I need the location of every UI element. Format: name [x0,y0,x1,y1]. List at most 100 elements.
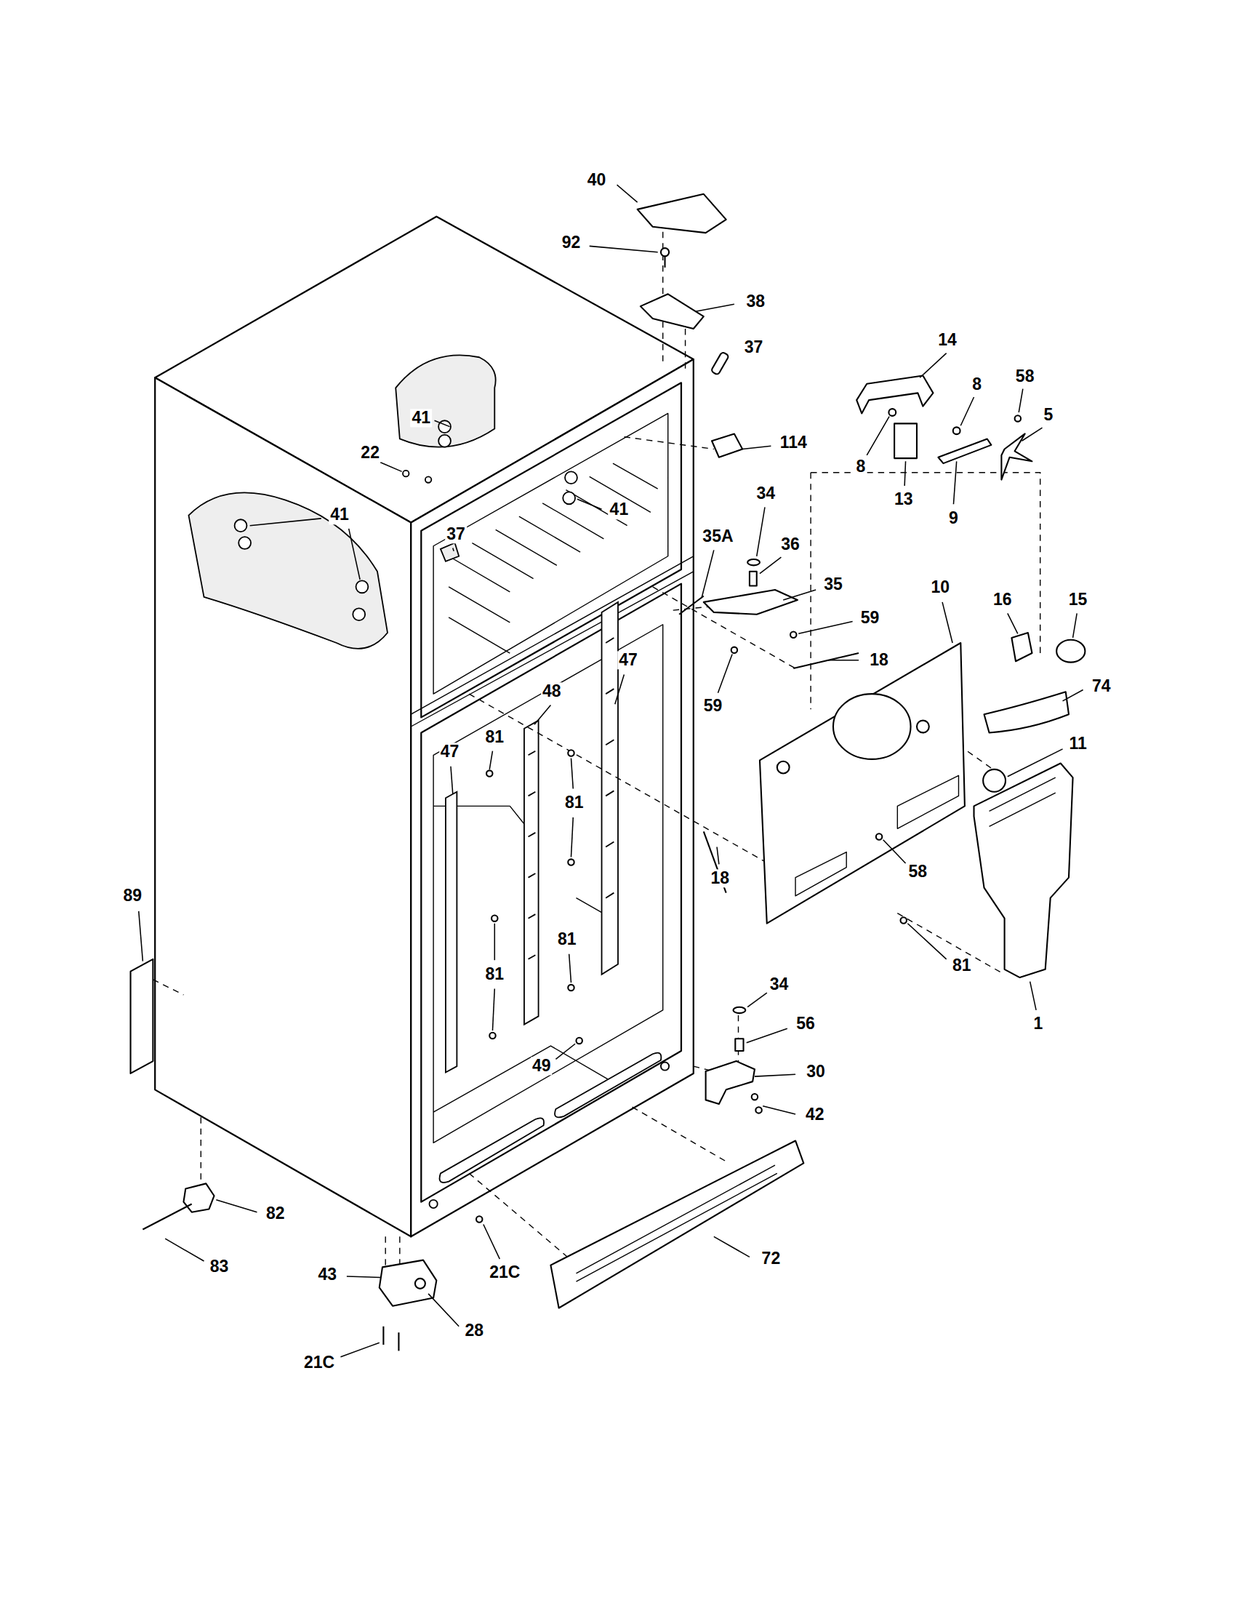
dash-line [200,1116,202,1183]
screw-42 [755,1106,762,1113]
rib [448,556,510,592]
callout-slot: 42 [804,1105,826,1124]
leader [138,911,144,962]
leader [828,659,859,661]
callout-number: 58 [907,863,930,882]
leader [450,766,453,794]
leader [883,839,906,864]
callout-number: 49 [530,1056,553,1075]
callout-slot: 58 [1014,367,1037,386]
callout-number: 21C [302,1353,336,1372]
bracket-14 [856,375,933,414]
duct-vane [989,777,1056,811]
leader [716,847,720,865]
leader [942,602,953,643]
leader [428,1293,459,1327]
socket-16 [1011,632,1032,661]
callout-number: 81 [483,727,506,746]
roller-82 [183,1182,214,1212]
rib [448,586,510,623]
cover-opening [833,693,912,760]
pin-36 [749,571,757,587]
ladder-slot [528,791,536,797]
leader [340,1342,379,1357]
callout-slot: 81 [556,929,579,949]
callout-number: 36 [779,535,802,554]
callout-number: 35A [700,527,735,546]
rib [448,617,510,653]
side-pocket [188,492,388,648]
callout-number: 38 [745,293,768,312]
callout-slot: 72 [760,1249,783,1268]
dash-line [399,1236,400,1265]
callout-slot: 8 [970,375,983,394]
rib [542,503,604,539]
evaporator-ribs [448,463,658,653]
screw-58 [876,833,882,840]
ladder-slot [528,954,536,959]
cabinet-side [154,377,411,1236]
callout-slot: 82 [264,1204,287,1223]
callout-number: 8 [854,458,867,477]
cover-vent [897,775,959,829]
leader [798,621,853,634]
screw-41 [438,434,451,448]
dash-line [684,328,686,373]
cover-vent [795,852,847,896]
pin-37 [440,543,459,562]
callout-slot: 8 [854,458,867,477]
callout-slot: 34 [768,974,791,994]
callout-number: 14 [936,331,959,350]
nut-8 [953,426,961,435]
callout-slot: 58 [907,863,930,882]
ladder-slot [528,832,536,837]
leader [1018,388,1023,413]
callout-number: 5 [1042,405,1055,424]
cover-hole [916,720,930,733]
plug-22 [402,470,409,477]
ladder-47 [445,791,457,1073]
leader [1021,427,1042,441]
leader [1062,689,1084,701]
plug-22 [425,476,432,483]
callout-number: 13 [892,490,915,509]
rib [519,516,581,552]
leader [1007,748,1063,777]
callout-slot: 1 [1031,1014,1045,1034]
pin-37 [711,351,730,376]
evaporator-cover-10 [759,642,965,924]
callout-slot: 21C [302,1353,336,1372]
base-slot [439,1117,545,1183]
callout-number: 21C [487,1263,522,1282]
callout-slot: 5 [1042,405,1055,424]
hinge-cover-40 [637,194,727,233]
callout-slot: 81 [563,793,586,812]
leader [742,445,771,449]
screw-92 [660,247,669,256]
parts [130,194,1086,1351]
nut-8 [888,408,896,416]
ladder-slot [528,873,536,878]
screw-21c [397,1331,400,1351]
leader [919,353,946,379]
callout-number: 28 [463,1321,485,1340]
callout-slot: 36 [779,535,802,554]
light-shield-74 [984,691,1069,733]
callout-number: 81 [563,793,586,812]
leader [494,923,496,960]
callout-slot: 83 [208,1257,231,1276]
leader [713,1236,750,1257]
screw-41 [356,580,369,593]
cabinet-front [410,359,694,1236]
leader [866,416,890,456]
freezer-liner [433,412,669,694]
callout-number: 58 [1014,367,1037,386]
callout-number: 74 [1090,676,1113,696]
fresh-food-liner [433,624,664,1143]
leader [754,1073,796,1077]
screw-81 [567,984,574,991]
callout-slot: 28 [463,1321,485,1340]
leader [953,460,957,504]
callout-number: 81 [950,956,973,975]
